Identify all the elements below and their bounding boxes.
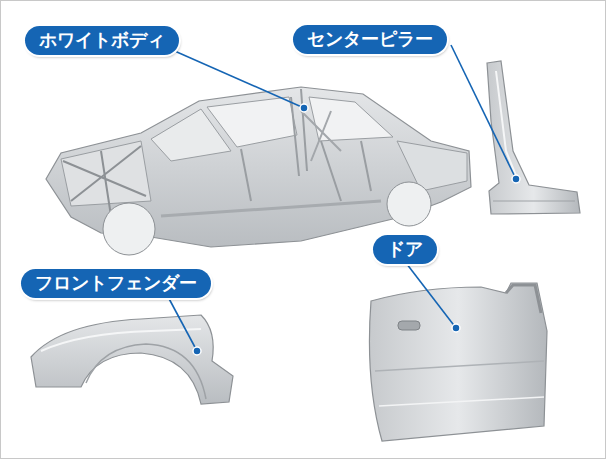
white-body-figure: [46, 87, 471, 255]
callout-label: ドア: [373, 235, 437, 264]
callout-text: ドア: [387, 238, 423, 260]
front-fender-figure: [31, 315, 233, 404]
door-figure: [369, 283, 547, 441]
callout-text: センターピラー: [307, 28, 433, 50]
callout-text: フロントフェンダー: [35, 272, 197, 294]
callout-text: ホワイトボディ: [39, 29, 165, 51]
callout-label: ホワイトボディ: [25, 26, 179, 55]
center-pillar-figure: [487, 61, 580, 214]
callout-label: センターピラー: [293, 25, 447, 54]
leader-dots: [193, 104, 520, 355]
callout-label: フロントフェンダー: [21, 269, 211, 298]
leader-lines: [161, 45, 516, 351]
